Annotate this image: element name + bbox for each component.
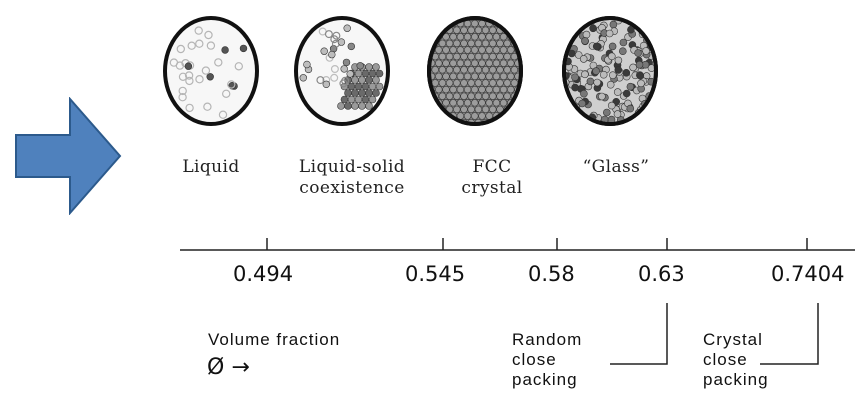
coexistence-sphere-icon <box>293 15 391 127</box>
phase-label-fcc: FCC crystal <box>450 157 534 199</box>
phase-label-coexistence: Liquid-solid coexistence <box>283 157 421 199</box>
phase-label-line: “Glass” <box>582 157 650 177</box>
phase-label-line: coexistence <box>299 178 405 198</box>
phase-label-glass: “Glass” <box>566 157 666 178</box>
phase-label-liquid: Liquid <box>170 157 252 178</box>
phi-arrow-label: Ø → <box>207 355 250 380</box>
phase-label-line: Liquid-solid <box>298 157 406 177</box>
tick-label: 0.58 <box>528 262 575 286</box>
crystal-close-packing-connector <box>760 303 819 365</box>
phase-label-line: Liquid <box>182 157 240 177</box>
phase-label-line: FCC <box>472 157 512 177</box>
note-line: close <box>512 350 557 369</box>
random-close-packing-label: Random close packing <box>512 330 582 390</box>
right-arrow-icon <box>15 97 122 215</box>
volume-fraction-label: Volume fraction <box>208 330 340 350</box>
note-line: close <box>703 350 748 369</box>
glass-sphere-icon <box>561 15 659 127</box>
crystal-close-packing-label: Crystal close packing <box>703 330 769 390</box>
note-line: packing <box>512 370 578 389</box>
tick-label: 0.63 <box>638 262 685 286</box>
phi-symbol: Ø <box>207 355 225 380</box>
right-arrow-symbol: → <box>231 355 250 380</box>
tick-label: 0.7404 <box>771 262 845 286</box>
tick-label: 0.545 <box>405 262 466 286</box>
phase-label-line: crystal <box>461 178 523 198</box>
liquid-sphere-icon <box>162 15 260 127</box>
note-line: Random <box>512 330 583 349</box>
note-line: packing <box>703 370 769 389</box>
fcc-crystal-sphere-icon <box>426 15 524 127</box>
volume-fraction-text: Volume fraction <box>208 330 341 349</box>
random-close-packing-connector <box>610 303 668 365</box>
tick-label: 0.494 <box>233 262 294 286</box>
note-line: Crystal <box>703 330 763 349</box>
